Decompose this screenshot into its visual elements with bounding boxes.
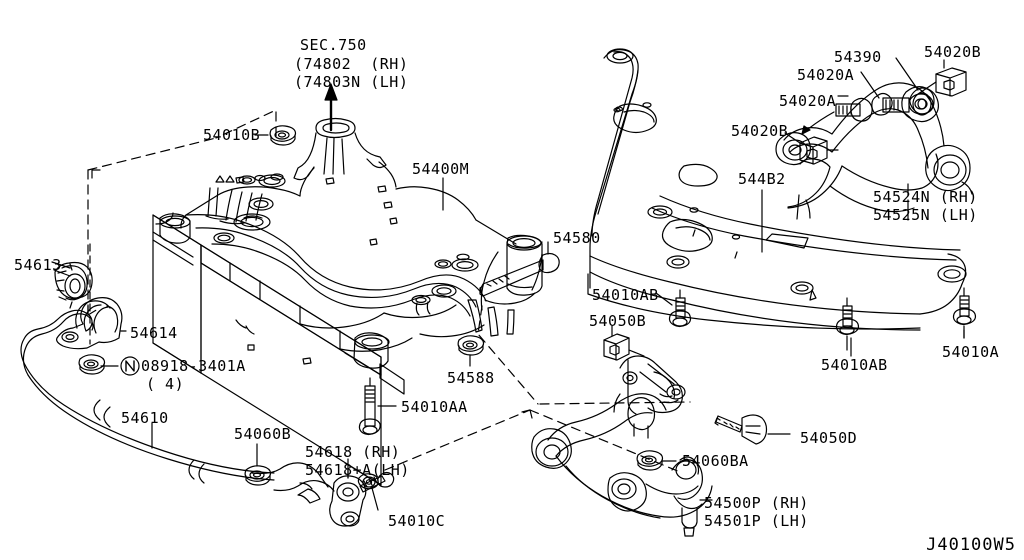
- callout-54050b: 54050B: [589, 312, 647, 330]
- callout-74802-rh: (74802 (RH): [294, 55, 409, 73]
- callout-54501p-lh: 54501P (LH): [704, 512, 809, 530]
- callout-54010b: 54010B: [203, 126, 261, 144]
- callout-54400m: 54400M: [412, 160, 470, 178]
- dashed-assembly-line-left: [87, 109, 277, 316]
- callout-54010c: 54010C: [388, 512, 446, 530]
- callout-54010ab-upper: 54010AB: [592, 286, 659, 304]
- callout-54020a-lower: 54020A: [779, 92, 837, 110]
- part-54580-bolt: [479, 241, 560, 297]
- part-54010c-washer: [357, 473, 379, 511]
- callout-54010a: 54010A: [942, 343, 1000, 361]
- callout-54050d: 54050D: [800, 429, 858, 447]
- part-54010ab-bolt-upper: [655, 289, 692, 328]
- part-54614-clamp: [56, 297, 127, 350]
- part-54020b-clip-left: [784, 132, 839, 165]
- callout-54020b-top: 54020B: [924, 43, 982, 61]
- part-54020b-clip-top: [917, 59, 967, 97]
- part-54060b-nut: [244, 443, 272, 486]
- callout-sec-750: SEC.750: [300, 36, 367, 54]
- callout-08918-3401a: 08918-3401A: [141, 357, 246, 375]
- part-54010ab-bolt-lower: [835, 297, 860, 351]
- callout-08918-qty: ( 4): [146, 375, 185, 393]
- callout-54580: 54580: [553, 229, 601, 247]
- callout-54010ab-lower: 54010AB: [821, 356, 888, 374]
- part-54588-nut: [457, 335, 485, 367]
- part-54610-stabilizer-bar: [20, 309, 335, 504]
- circled-n-symbol: [120, 356, 140, 376]
- sec-750-arrowhead: [324, 83, 338, 101]
- drawing-number: J40100W5: [926, 535, 1016, 555]
- callout-544b2: 544B2: [738, 170, 786, 188]
- callout-54020b-left: 54020B: [731, 122, 789, 140]
- part-54050b-clip: [603, 325, 645, 361]
- callout-54614: 54614: [130, 324, 178, 342]
- callout-54588: 54588: [447, 369, 495, 387]
- callout-54525n-lh: 54525N (LH): [873, 206, 978, 224]
- callout-54010aa: 54010AA: [401, 398, 468, 416]
- callout-54060b: 54060B: [234, 425, 292, 443]
- leader-lines: [53, 177, 965, 479]
- callout-54390: 54390: [834, 48, 882, 66]
- dashed-assembly-line-center: [477, 305, 691, 405]
- callout-74803n-lh: (74803N (LH): [294, 73, 409, 91]
- callout-54618a-lh: 54618+A(LH): [305, 461, 410, 479]
- callout-54500p-rh: 54500P (RH): [704, 494, 809, 512]
- callout-54610: 54610: [121, 409, 169, 427]
- part-54500p-lower-link: [531, 393, 713, 537]
- part-54010a-bolt: [952, 287, 977, 339]
- part-08918-nut: [78, 354, 119, 375]
- part-54618-connecting-rod: [329, 458, 395, 527]
- part-54020a-bolt-lower: [801, 95, 873, 135]
- callout-54020a-upper: 54020A: [797, 66, 855, 84]
- callout-54618-rh: 54618 (RH): [305, 443, 401, 461]
- part-steering-knuckle: [613, 355, 686, 439]
- part-54613-bushing: [51, 261, 93, 309]
- part-54010b-nut: [254, 125, 297, 146]
- part-54390-washer: [895, 57, 935, 116]
- callout-54060ba: 54060BA: [682, 452, 749, 470]
- part-544b2-member: [587, 48, 967, 331]
- callout-54613: 54613: [14, 256, 62, 274]
- callout-54524n-rh: 54524N (RH): [873, 188, 978, 206]
- part-54060ba-nut: [636, 450, 677, 471]
- part-54400m-suspension-member: [152, 117, 543, 486]
- part-54010aa-bolt: [358, 377, 397, 436]
- part-54050d-bolt: [714, 414, 791, 445]
